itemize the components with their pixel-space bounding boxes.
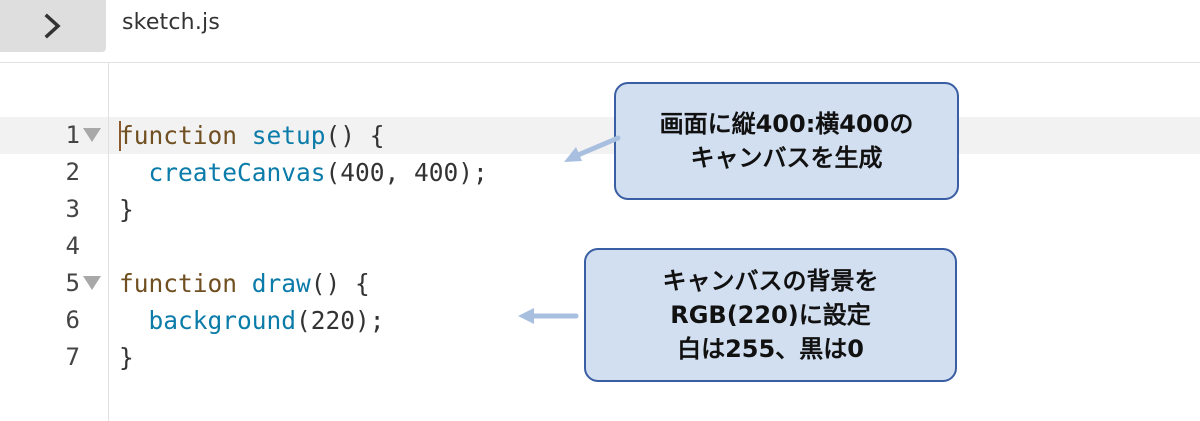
code-line[interactable]: } [119,191,134,228]
callout-text-line: キャンバスを生成 [690,144,883,172]
function-name-token: draw [251,269,311,298]
code-token: } [119,343,134,372]
chevron-right-icon [42,13,64,39]
line-number: 6 [65,306,80,334]
callout-text-line: 画面に縦400:横400の [659,110,914,138]
code-token: } [119,195,134,224]
function-name-token: setup [251,121,326,150]
arrow-left-icon [518,308,579,324]
code-line[interactable]: } [119,339,134,376]
file-name[interactable]: sketch.js [122,10,220,35]
code-line[interactable]: createCanvas(400, 400); [119,154,488,191]
line-number: 5 [65,269,80,297]
indent [119,158,149,187]
line-number: 1 [65,121,80,149]
code-token: () { [325,121,385,150]
function-call-token: createCanvas [148,158,326,187]
line-number-gutter: 1 2 3 4 5 6 7 [0,63,109,421]
fold-marker-icon[interactable] [83,128,101,142]
indent [119,306,149,335]
code-line[interactable]: background(220); [119,302,385,339]
line-number: 3 [65,195,80,223]
keyword-token: function [119,121,238,150]
line-number: 7 [65,343,80,371]
sidebar-toggle-button[interactable] [0,0,106,52]
code-token: () { [310,269,370,298]
annotation-callout-canvas: 画面に縦400:横400の キャンバスを生成 [614,82,959,200]
callout-text-line: キャンバスの背景を [662,267,879,295]
keyword-token: function [119,269,238,298]
annotation-callout-background: キャンバスの背景を RGB(220)に設定 白は255、黒は0 [584,248,957,382]
code-token: (220); [296,306,385,335]
callout-text-line: RGB(220)に設定 [670,301,871,329]
code-line[interactable]: function draw() { [119,265,370,302]
code-line[interactable]: function setup() { [119,117,385,154]
fold-marker-icon[interactable] [83,276,101,290]
top-bar: sketch.js [0,0,1200,56]
line-number: 4 [65,232,80,260]
line-number: 2 [65,158,80,186]
text-cursor [119,121,121,151]
callout-text-line: 白は255、黒は0 [677,335,864,363]
function-call-token: background [148,306,297,335]
code-token: (400, 400); [325,158,488,187]
arrow-left-icon [564,135,621,162]
